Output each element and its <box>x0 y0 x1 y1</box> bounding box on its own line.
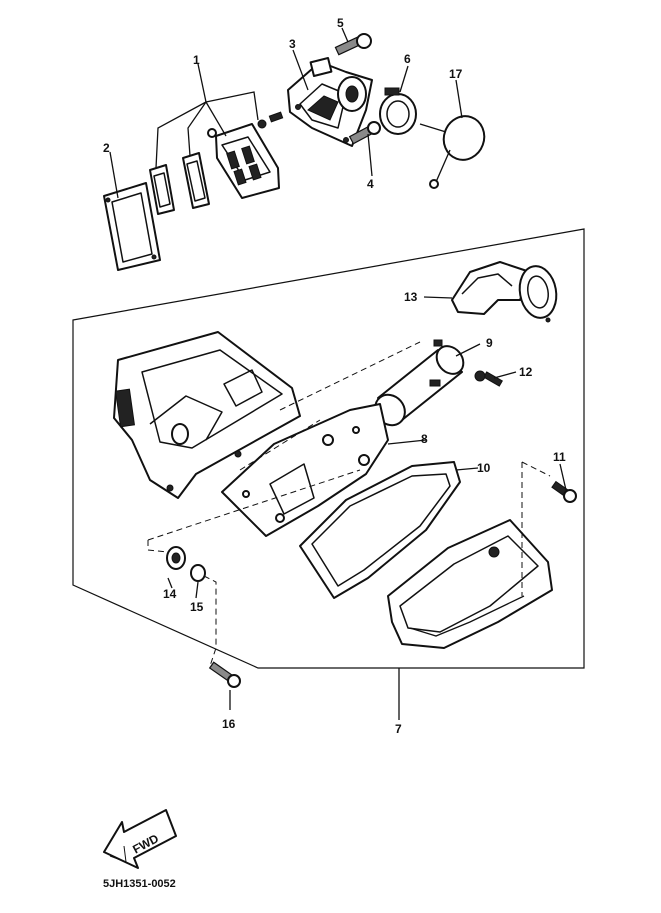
dashed-assembly-lines <box>147 341 551 667</box>
callout-9: 9 <box>486 336 493 350</box>
reed-petals <box>149 152 210 215</box>
part-2-gasket <box>103 182 161 271</box>
forward-direction-arrow: FWD <box>103 809 177 869</box>
callout-13: 13 <box>404 290 418 304</box>
part-6-hose-clamp <box>379 87 417 135</box>
callout-17: 17 <box>449 67 463 81</box>
part-5-bolt <box>334 33 372 56</box>
part-17-wire-clip <box>419 115 486 189</box>
leader-lines <box>109 27 567 720</box>
callout-labels: 1 2 3 4 5 6 7 8 9 10 11 12 13 14 15 16 1… <box>103 16 566 736</box>
part-12-screw <box>474 370 503 387</box>
callout-12: 12 <box>519 365 533 379</box>
drawing-code: 5JH1351-0052 <box>103 878 176 890</box>
callout-2: 2 <box>103 141 110 155</box>
part-8-element <box>221 403 389 537</box>
part-4-bolt <box>348 121 381 145</box>
part-10-seal <box>299 461 461 599</box>
part-11-screw <box>551 480 577 503</box>
callout-5: 5 <box>337 16 344 30</box>
callout-10: 10 <box>477 461 491 475</box>
callout-3: 3 <box>289 37 296 51</box>
callout-6: 6 <box>404 52 411 66</box>
callout-4: 4 <box>367 177 374 191</box>
part-15-collar <box>190 564 206 582</box>
callout-14: 14 <box>163 587 177 601</box>
part-14-grommet <box>166 546 186 570</box>
air-cleaner-case <box>113 331 301 499</box>
callout-15: 15 <box>190 600 204 614</box>
callout-1: 1 <box>193 53 200 67</box>
air-cleaner-cover <box>387 519 553 649</box>
assembly-frame <box>72 228 585 669</box>
part-1-reed-valve <box>207 123 280 199</box>
part-3-intake-manifold <box>287 57 373 147</box>
part-13-intake-joint <box>451 261 558 323</box>
callout-11: 11 <box>553 450 566 464</box>
screw-small-a <box>257 111 284 129</box>
callout-16: 16 <box>222 717 236 731</box>
part-16-bolt <box>208 661 241 688</box>
callout-8: 8 <box>421 432 428 446</box>
callout-7: 7 <box>395 722 402 736</box>
